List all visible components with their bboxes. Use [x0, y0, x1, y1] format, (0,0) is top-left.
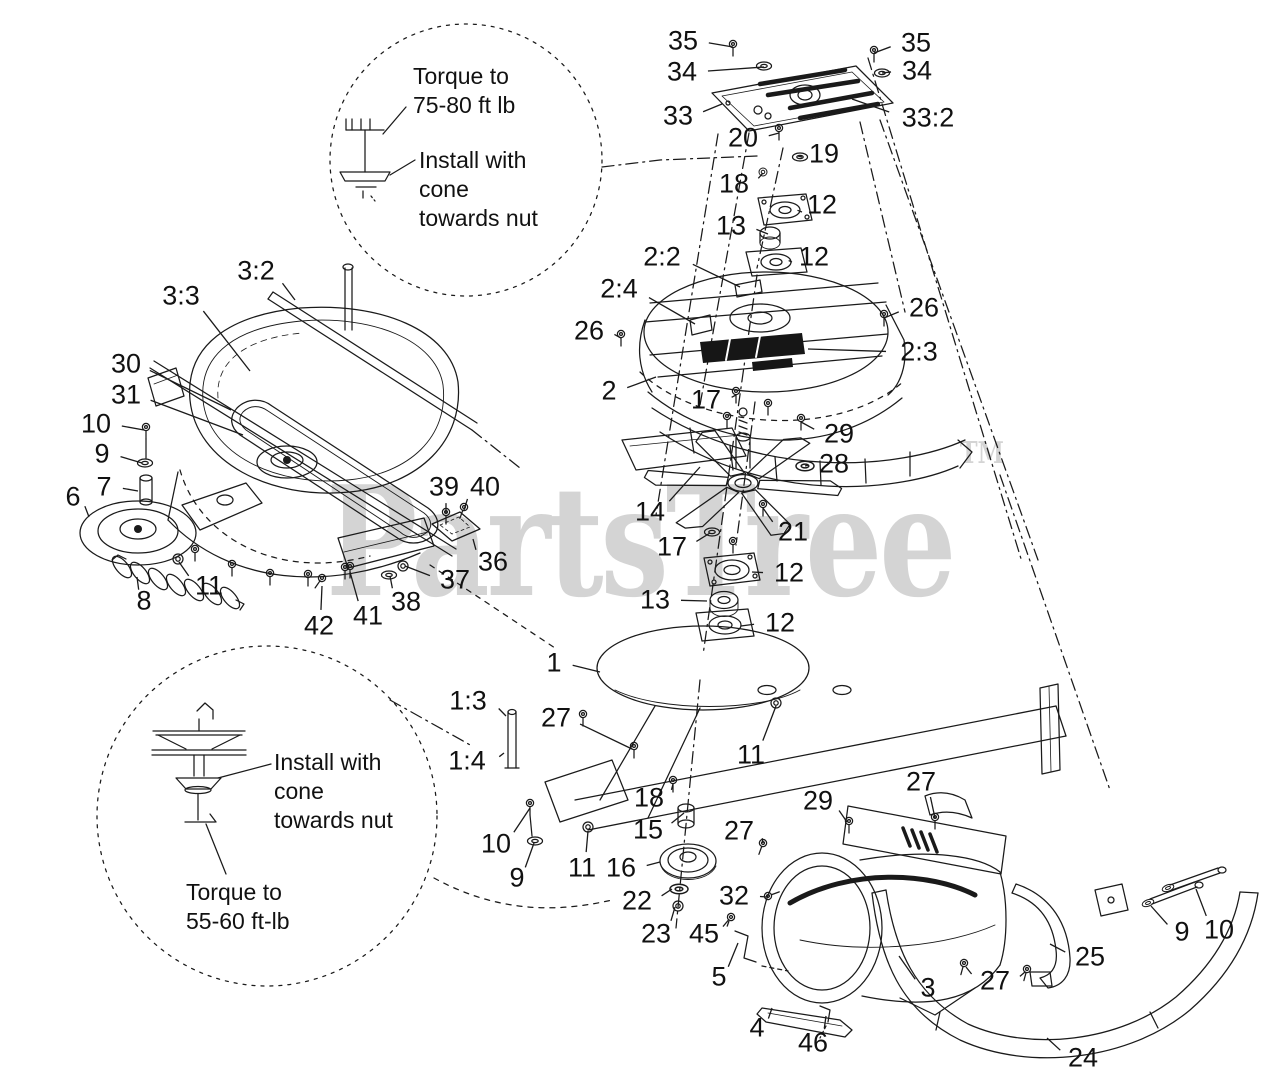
blower-tube [754, 792, 1007, 1016]
part-label-18[interactable]: 18 [718, 168, 750, 199]
lower-bearing-stack [695, 552, 761, 642]
part-label-15[interactable]: 15 [632, 814, 664, 845]
part-label-32[interactable]: 32 [718, 880, 750, 911]
part-label-9[interactable]: 9 [1174, 916, 1190, 947]
part-label-25[interactable]: 25 [1074, 941, 1106, 972]
part-label-45[interactable]: 45 [688, 918, 720, 949]
part-label-8[interactable]: 8 [136, 585, 152, 616]
part-label-35[interactable]: 35 [900, 27, 932, 58]
part-label-29[interactable]: 29 [823, 418, 855, 449]
part-label-9[interactable]: 9 [94, 438, 110, 469]
watermark-tm: TM [959, 436, 1005, 472]
decal-plate [655, 57, 1111, 791]
part-label-4[interactable]: 4 [749, 1012, 765, 1043]
part-label-13[interactable]: 13 [715, 210, 747, 241]
part-label-41[interactable]: 41 [352, 600, 384, 631]
spring [111, 554, 245, 611]
part-label-33[interactable]: 33 [662, 100, 694, 131]
part-label-1[interactable]: 1 [546, 647, 562, 678]
part-label-38[interactable]: 38 [390, 586, 422, 617]
part-label-11[interactable]: 11 [567, 852, 597, 883]
part-label-26[interactable]: 26 [908, 292, 940, 323]
part-label-27[interactable]: 27 [905, 766, 937, 797]
part-label-21[interactable]: 21 [777, 516, 809, 547]
part-label-12[interactable]: 12 [764, 607, 796, 638]
part-label-2[interactable]: 2 [601, 375, 617, 406]
deck-adapter-frame [429, 564, 1067, 831]
part-label-7[interactable]: 7 [96, 471, 112, 502]
watermark-text: PartsTree [326, 452, 957, 631]
part-label-27[interactable]: 27 [723, 815, 755, 846]
part-label-10[interactable]: 10 [1203, 914, 1235, 945]
part-label-39[interactable]: 39 [428, 471, 460, 502]
idler-pulley-group [525, 775, 789, 972]
deck-assembly [79, 263, 521, 611]
part-label-12[interactable]: 12 [773, 557, 805, 588]
part-label-28[interactable]: 28 [818, 448, 850, 479]
part-label-10[interactable]: 10 [80, 408, 112, 439]
part-label-10[interactable]: 10 [480, 828, 512, 859]
part-label-33:2[interactable]: 33:2 [901, 102, 955, 133]
part-label-2:2[interactable]: 2:2 [643, 241, 681, 272]
part-label-3[interactable]: 3 [920, 972, 936, 1003]
part-label-26[interactable]: 26 [573, 315, 605, 346]
part-label-27[interactable]: 27 [979, 965, 1011, 996]
part-label-18[interactable]: 18 [633, 782, 665, 813]
part-label-46[interactable]: 46 [797, 1027, 829, 1058]
part-label-29[interactable]: 29 [802, 785, 834, 816]
part-label-17[interactable]: 17 [656, 531, 688, 562]
part-label-20[interactable]: 20 [727, 122, 759, 153]
part-label-34[interactable]: 34 [901, 55, 933, 86]
part-label-40[interactable]: 40 [469, 471, 501, 502]
part-label-34[interactable]: 34 [666, 56, 698, 87]
part-label-2:4[interactable]: 2:4 [600, 273, 638, 304]
part-label-12[interactable]: 12 [798, 241, 830, 272]
part-label-19[interactable]: 19 [808, 138, 840, 169]
impeller [621, 401, 843, 554]
part-label-22[interactable]: 22 [621, 885, 653, 916]
part-label-37[interactable]: 37 [439, 564, 471, 595]
part-label-31[interactable]: 31 [110, 379, 142, 410]
part-label-24[interactable]: 24 [1067, 1042, 1099, 1073]
part-label-30[interactable]: 30 [110, 348, 142, 379]
part-label-11[interactable]: 11 [736, 739, 766, 770]
part-label-12[interactable]: 12 [806, 189, 838, 220]
part-label-17[interactable]: 17 [690, 384, 722, 415]
part-label-1:3[interactable]: 1:3 [449, 685, 487, 716]
part-label-3:2[interactable]: 3:2 [237, 255, 275, 286]
part-label-23[interactable]: 23 [640, 918, 672, 949]
part-label-9[interactable]: 9 [509, 862, 525, 893]
part-label-27[interactable]: 27 [540, 702, 572, 733]
part-label-14[interactable]: 14 [634, 496, 666, 527]
part-label-13[interactable]: 13 [639, 584, 671, 615]
deflector [956, 883, 1071, 989]
part-label-35[interactable]: 35 [667, 25, 699, 56]
part-label-16[interactable]: 16 [605, 852, 637, 883]
handle-bar [871, 866, 1259, 1059]
part-label-3:3[interactable]: 3:3 [162, 280, 200, 311]
part-label-2:3[interactable]: 2:3 [900, 336, 938, 367]
part-label-11[interactable]: 11 [194, 570, 224, 601]
part-label-5[interactable]: 5 [711, 961, 727, 992]
part-label-42[interactable]: 42 [303, 610, 335, 641]
part-label-1:4[interactable]: 1:4 [448, 745, 486, 776]
part-label-36[interactable]: 36 [477, 546, 509, 577]
part-label-6[interactable]: 6 [65, 481, 81, 512]
torque-callout-bottom [96, 645, 613, 987]
torque-callout-top [329, 23, 758, 297]
